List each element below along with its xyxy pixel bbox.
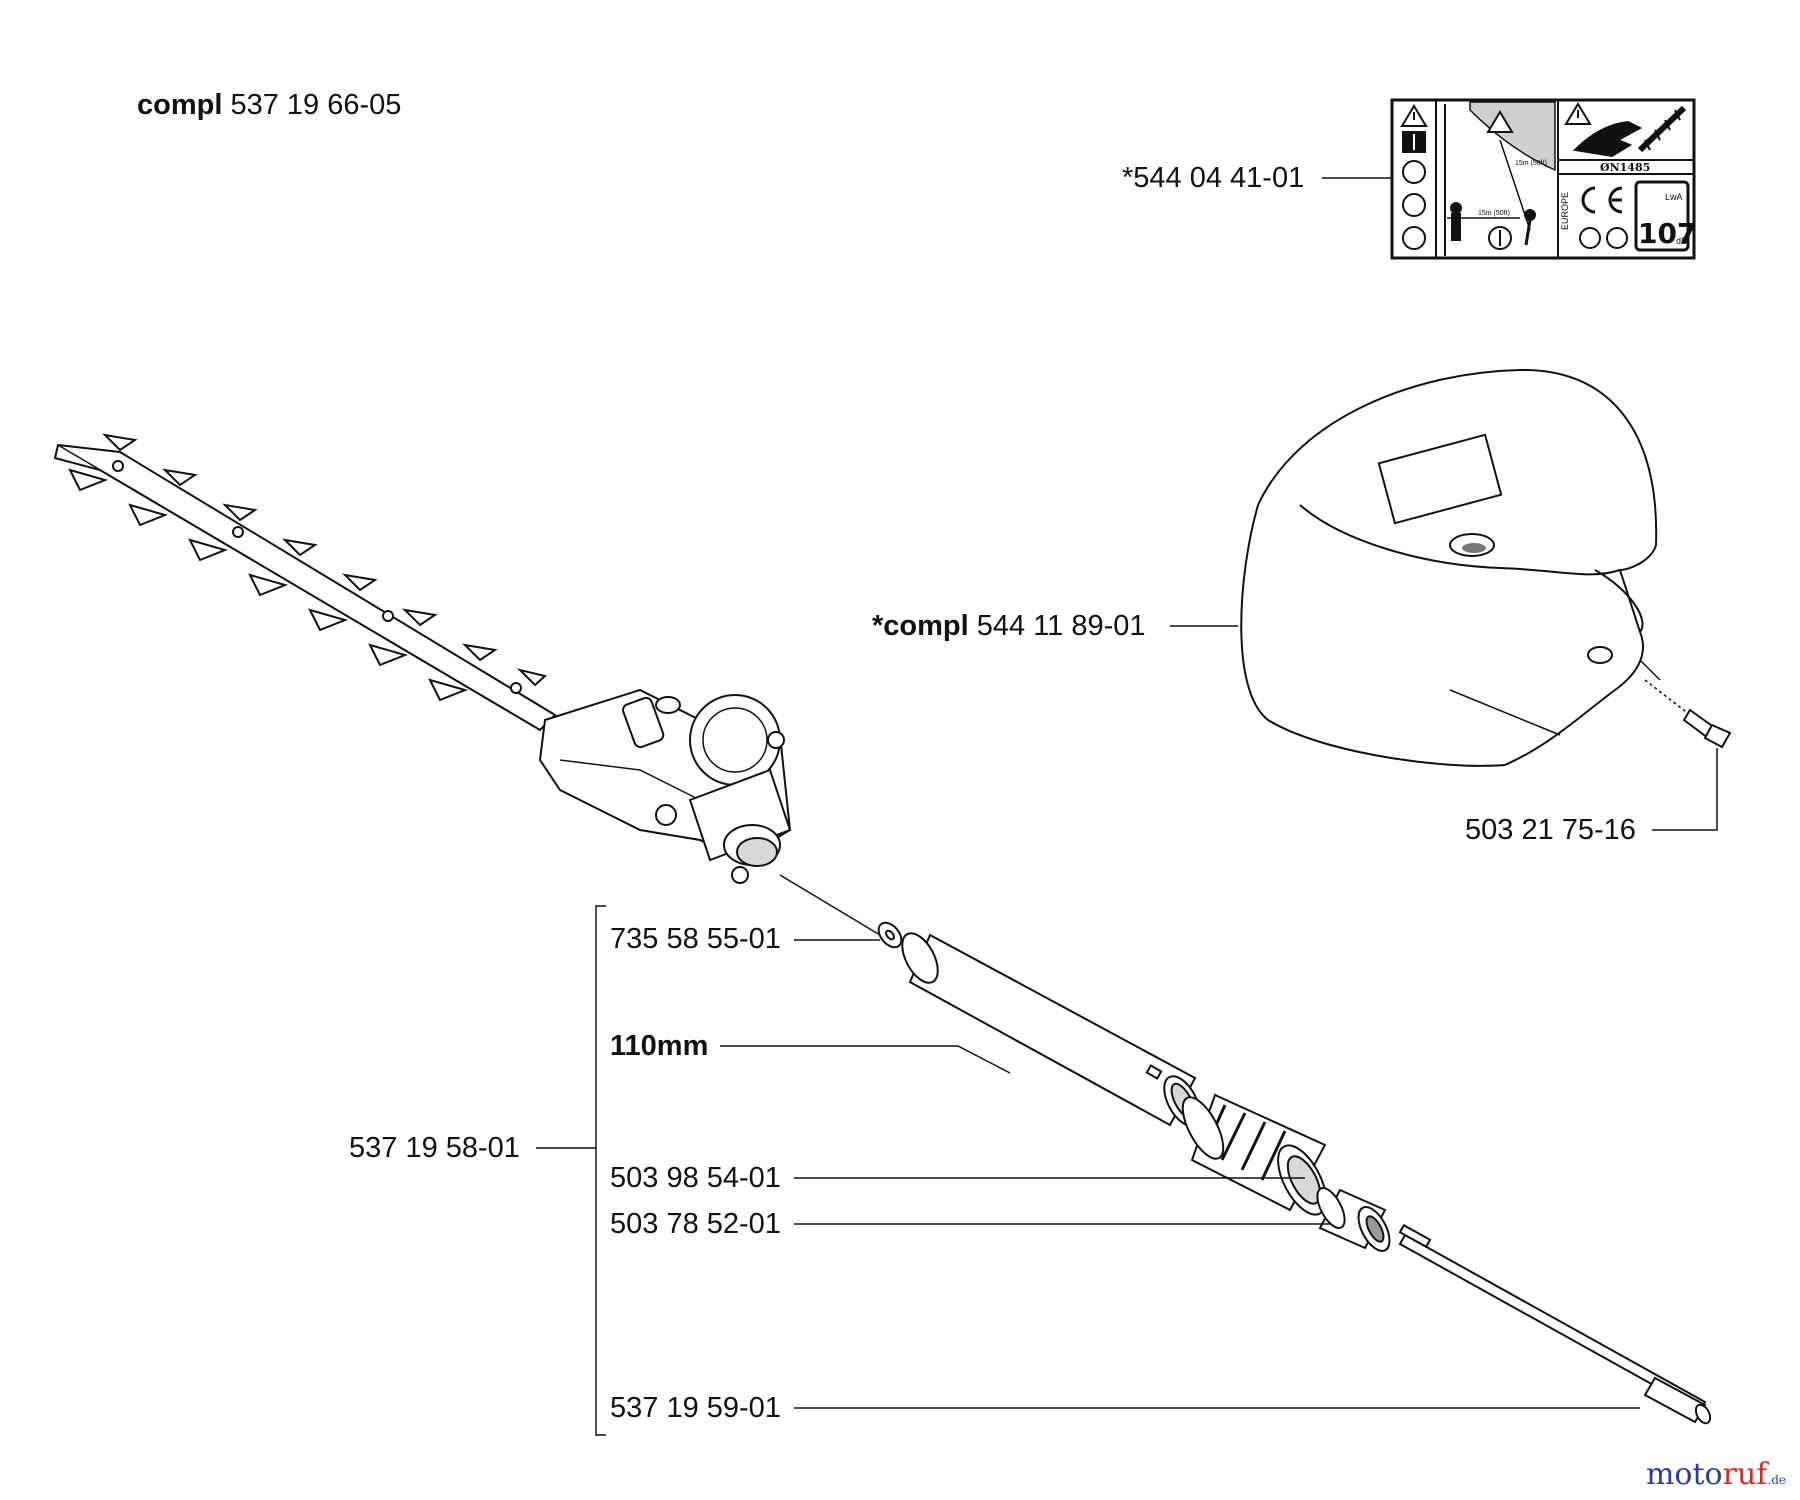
bolt-part — [1644, 679, 1732, 749]
coupling-part-number: 503 98 54-01 — [610, 1162, 781, 1194]
ear-protection-icon — [1402, 193, 1426, 217]
certification-mark-icon — [1579, 227, 1601, 249]
watermark-part-a: moto — [1645, 1457, 1723, 1492]
warning-triangle-icon — [1400, 104, 1428, 127]
drive-shaft-part — [1398, 1223, 1712, 1425]
region-text: EUROPE — [1560, 192, 1570, 230]
power-line-warning-icon — [1444, 101, 1556, 256]
leader-lines — [536, 177, 1718, 1436]
tube-part — [901, 932, 1201, 1127]
blade-guard-part — [1240, 368, 1661, 767]
eye-protection-icon — [1402, 160, 1426, 184]
nut-part-number: 503 78 52-01 — [610, 1208, 781, 1240]
assembly-label: compl 537 19 66-05 — [137, 88, 401, 122]
watermark-logo: motoruf.de — [1646, 1457, 1786, 1492]
hedge-blade-part — [53, 433, 557, 732]
guard-prefix: *compl — [872, 610, 969, 642]
decal-part-number: *544 04 41-01 — [1122, 162, 1305, 194]
guard-label: *compl 544 11 89-01 — [872, 609, 1146, 643]
hand-hazard-icon — [1564, 102, 1687, 158]
warning-decal: 15m (50ft) 15m (50ft) ØN1485 EUROPE 107 … — [1390, 98, 1696, 260]
nut-part — [1316, 1187, 1391, 1252]
gloves-icon — [1402, 226, 1426, 250]
washer-part-number: 735 58 55-01 — [610, 923, 781, 955]
washer-part — [779, 874, 903, 949]
shaft-assembly-part-number: 537 19 58-01 — [349, 1132, 520, 1164]
sound-unit-text: dB — [1676, 236, 1687, 246]
sound-symbol-text: LwA — [1665, 192, 1683, 202]
distance-lower-text: 15m (50ft) — [1478, 210, 1510, 217]
distance-upper-text: 15m (50ft) — [1515, 160, 1547, 167]
assembly-prefix: compl — [137, 89, 223, 121]
coupling-part — [1181, 1093, 1327, 1216]
assembly-number: 537 19 66-05 — [230, 89, 402, 121]
guard-part-number: 544 11 89-01 — [976, 610, 1146, 642]
ce-mark-icon — [1581, 186, 1623, 214]
watermark-part-c: .de — [1767, 1473, 1786, 1487]
manual-book-icon — [1402, 131, 1426, 153]
sound-level-text: 107 — [1638, 217, 1696, 250]
bolt-part-number: 503 21 75-16 — [1465, 814, 1636, 846]
drive-shaft-part-number: 537 19 59-01 — [610, 1392, 781, 1424]
sound-level-box — [1634, 180, 1690, 252]
standard-text: ØN1485 — [1600, 161, 1650, 174]
gearbox-part — [538, 688, 792, 884]
tube-length-label: 110mm — [610, 1030, 709, 1062]
certification-mark-icon-2 — [1606, 227, 1628, 249]
watermark-part-b: ruf — [1722, 1457, 1768, 1492]
